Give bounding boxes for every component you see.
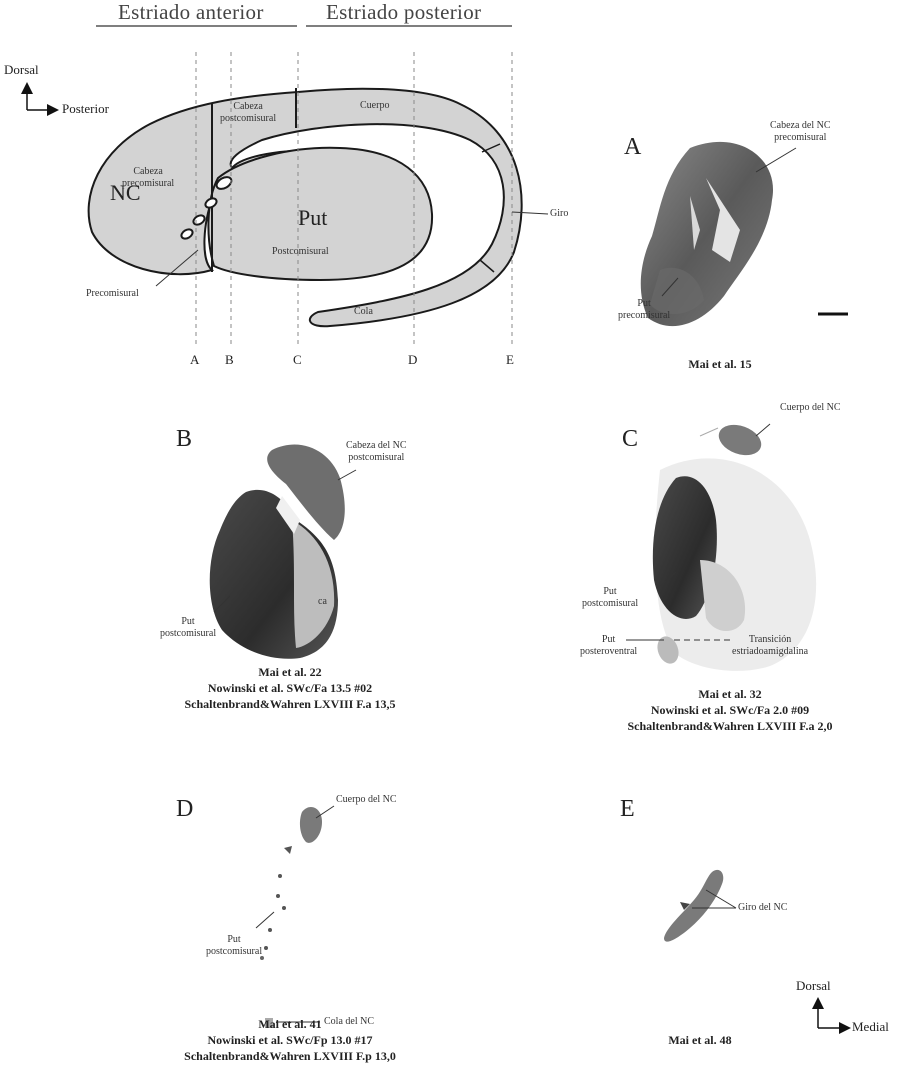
panel-e-caption: Mai et al. 48 xyxy=(620,1032,780,1048)
cut-label-b: B xyxy=(225,352,234,368)
panel-b-label-ca: ca xyxy=(318,596,327,608)
panel-c-label-transicion: Transición estriadoamigdalina xyxy=(732,634,808,658)
schematic-label-cuerpo: Cuerpo xyxy=(360,100,389,112)
schematic-label-giro: Giro xyxy=(550,208,568,220)
panel-e-tissue xyxy=(664,870,736,942)
orientation-top-dorsal: Dorsal xyxy=(4,62,39,78)
panel-a-label-put: Put precomisural xyxy=(618,298,670,322)
panel-b-label-put: Put postcomisural xyxy=(160,616,216,640)
panel-d-label-cuerpo: Cuerpo del NC xyxy=(336,794,397,806)
schematic-label-postcomisural: Postcomisural xyxy=(272,246,329,258)
header-posterior: Estriado posterior xyxy=(326,0,481,25)
schematic-label-cabeza-pre: Cabeza precomisural xyxy=(122,166,174,190)
panel-b-label-cabeza: Cabeza del NC postcomisural xyxy=(346,440,407,464)
panel-a-caption: Mai et al. 15 xyxy=(640,356,800,372)
panel-c-label-putpv: Put posteroventral xyxy=(580,634,637,658)
panel-b-tissue xyxy=(210,445,356,659)
header-anterior: Estriado anterior xyxy=(118,0,264,25)
panel-c-caption: Mai et al. 32 Nowinski et al. SWc/Fa 2.0… xyxy=(590,686,870,734)
orientation-top-posterior: Posterior xyxy=(62,101,109,117)
cut-label-c: C xyxy=(293,352,302,368)
panel-a-label-cabeza: Cabeza del NC precomisural xyxy=(770,120,831,144)
schematic-label-put: Put xyxy=(298,205,327,231)
panel-a-letter: A xyxy=(624,134,641,161)
cut-label-a: A xyxy=(190,352,199,368)
panel-d-caption: Mai et al. 41 Nowinski et al. SWc/Fp 13.… xyxy=(140,1016,440,1064)
panel-d-letter: D xyxy=(176,796,193,823)
panel-d-tissue xyxy=(256,806,334,1028)
panel-c-label-put: Put postcomisural xyxy=(582,586,638,610)
panel-b-caption: Mai et al. 22 Nowinski et al. SWc/Fa 13.… xyxy=(140,664,440,712)
panel-d-label-put: Put postcomisural xyxy=(206,934,262,958)
schematic-label-cola: Cola xyxy=(354,306,373,318)
orientation-arrows-bottom xyxy=(818,1000,848,1028)
panel-b-letter: B xyxy=(176,426,192,453)
cut-label-e: E xyxy=(506,352,514,368)
orientation-arrows-top xyxy=(27,85,56,110)
panel-c-letter: C xyxy=(622,426,638,453)
panel-e-letter: E xyxy=(620,796,635,823)
orientation-bottom-medial: Medial xyxy=(852,1019,889,1035)
panel-a-tissue xyxy=(641,142,848,326)
schematic-label-cabeza-post: Cabeza postcomisural xyxy=(220,101,276,125)
cut-label-d: D xyxy=(408,352,417,368)
panel-c-label-cuerpo: Cuerpo del NC xyxy=(780,402,841,414)
schematic-label-precomisural: Precomisural xyxy=(86,288,139,300)
panel-e-label-giro: Giro del NC xyxy=(738,902,787,914)
orientation-bottom-dorsal: Dorsal xyxy=(796,978,831,994)
